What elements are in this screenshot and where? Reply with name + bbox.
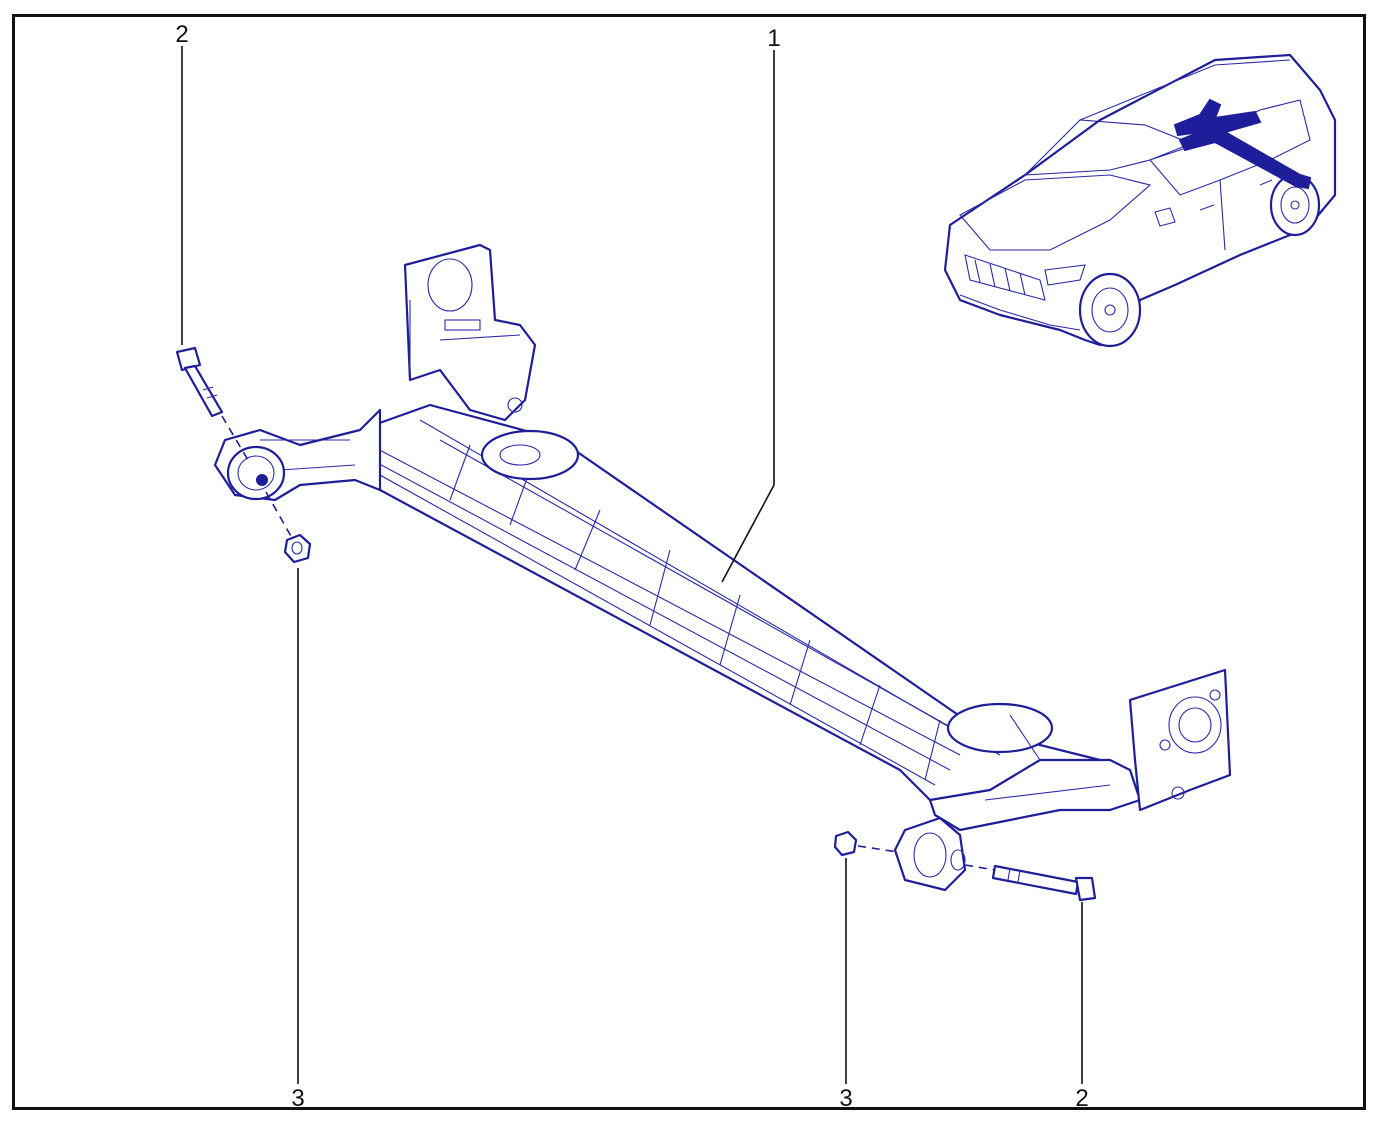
callout-2-bottom: 2 (1075, 1085, 1088, 1112)
vehicle-locator-illustration (943, 53, 1337, 348)
callout-3-left: 3 (291, 1085, 304, 1112)
nut-right (833, 830, 899, 857)
nut-left (265, 491, 312, 564)
rear-axle-beam (213, 243, 1232, 892)
callout-3-right: 3 (839, 1085, 852, 1112)
callout-leaders (181, 46, 1083, 1084)
bolt-left (175, 346, 249, 461)
callout-2-top: 2 (175, 21, 188, 48)
bolt-right (964, 864, 1097, 902)
callout-1: 1 (767, 25, 780, 52)
